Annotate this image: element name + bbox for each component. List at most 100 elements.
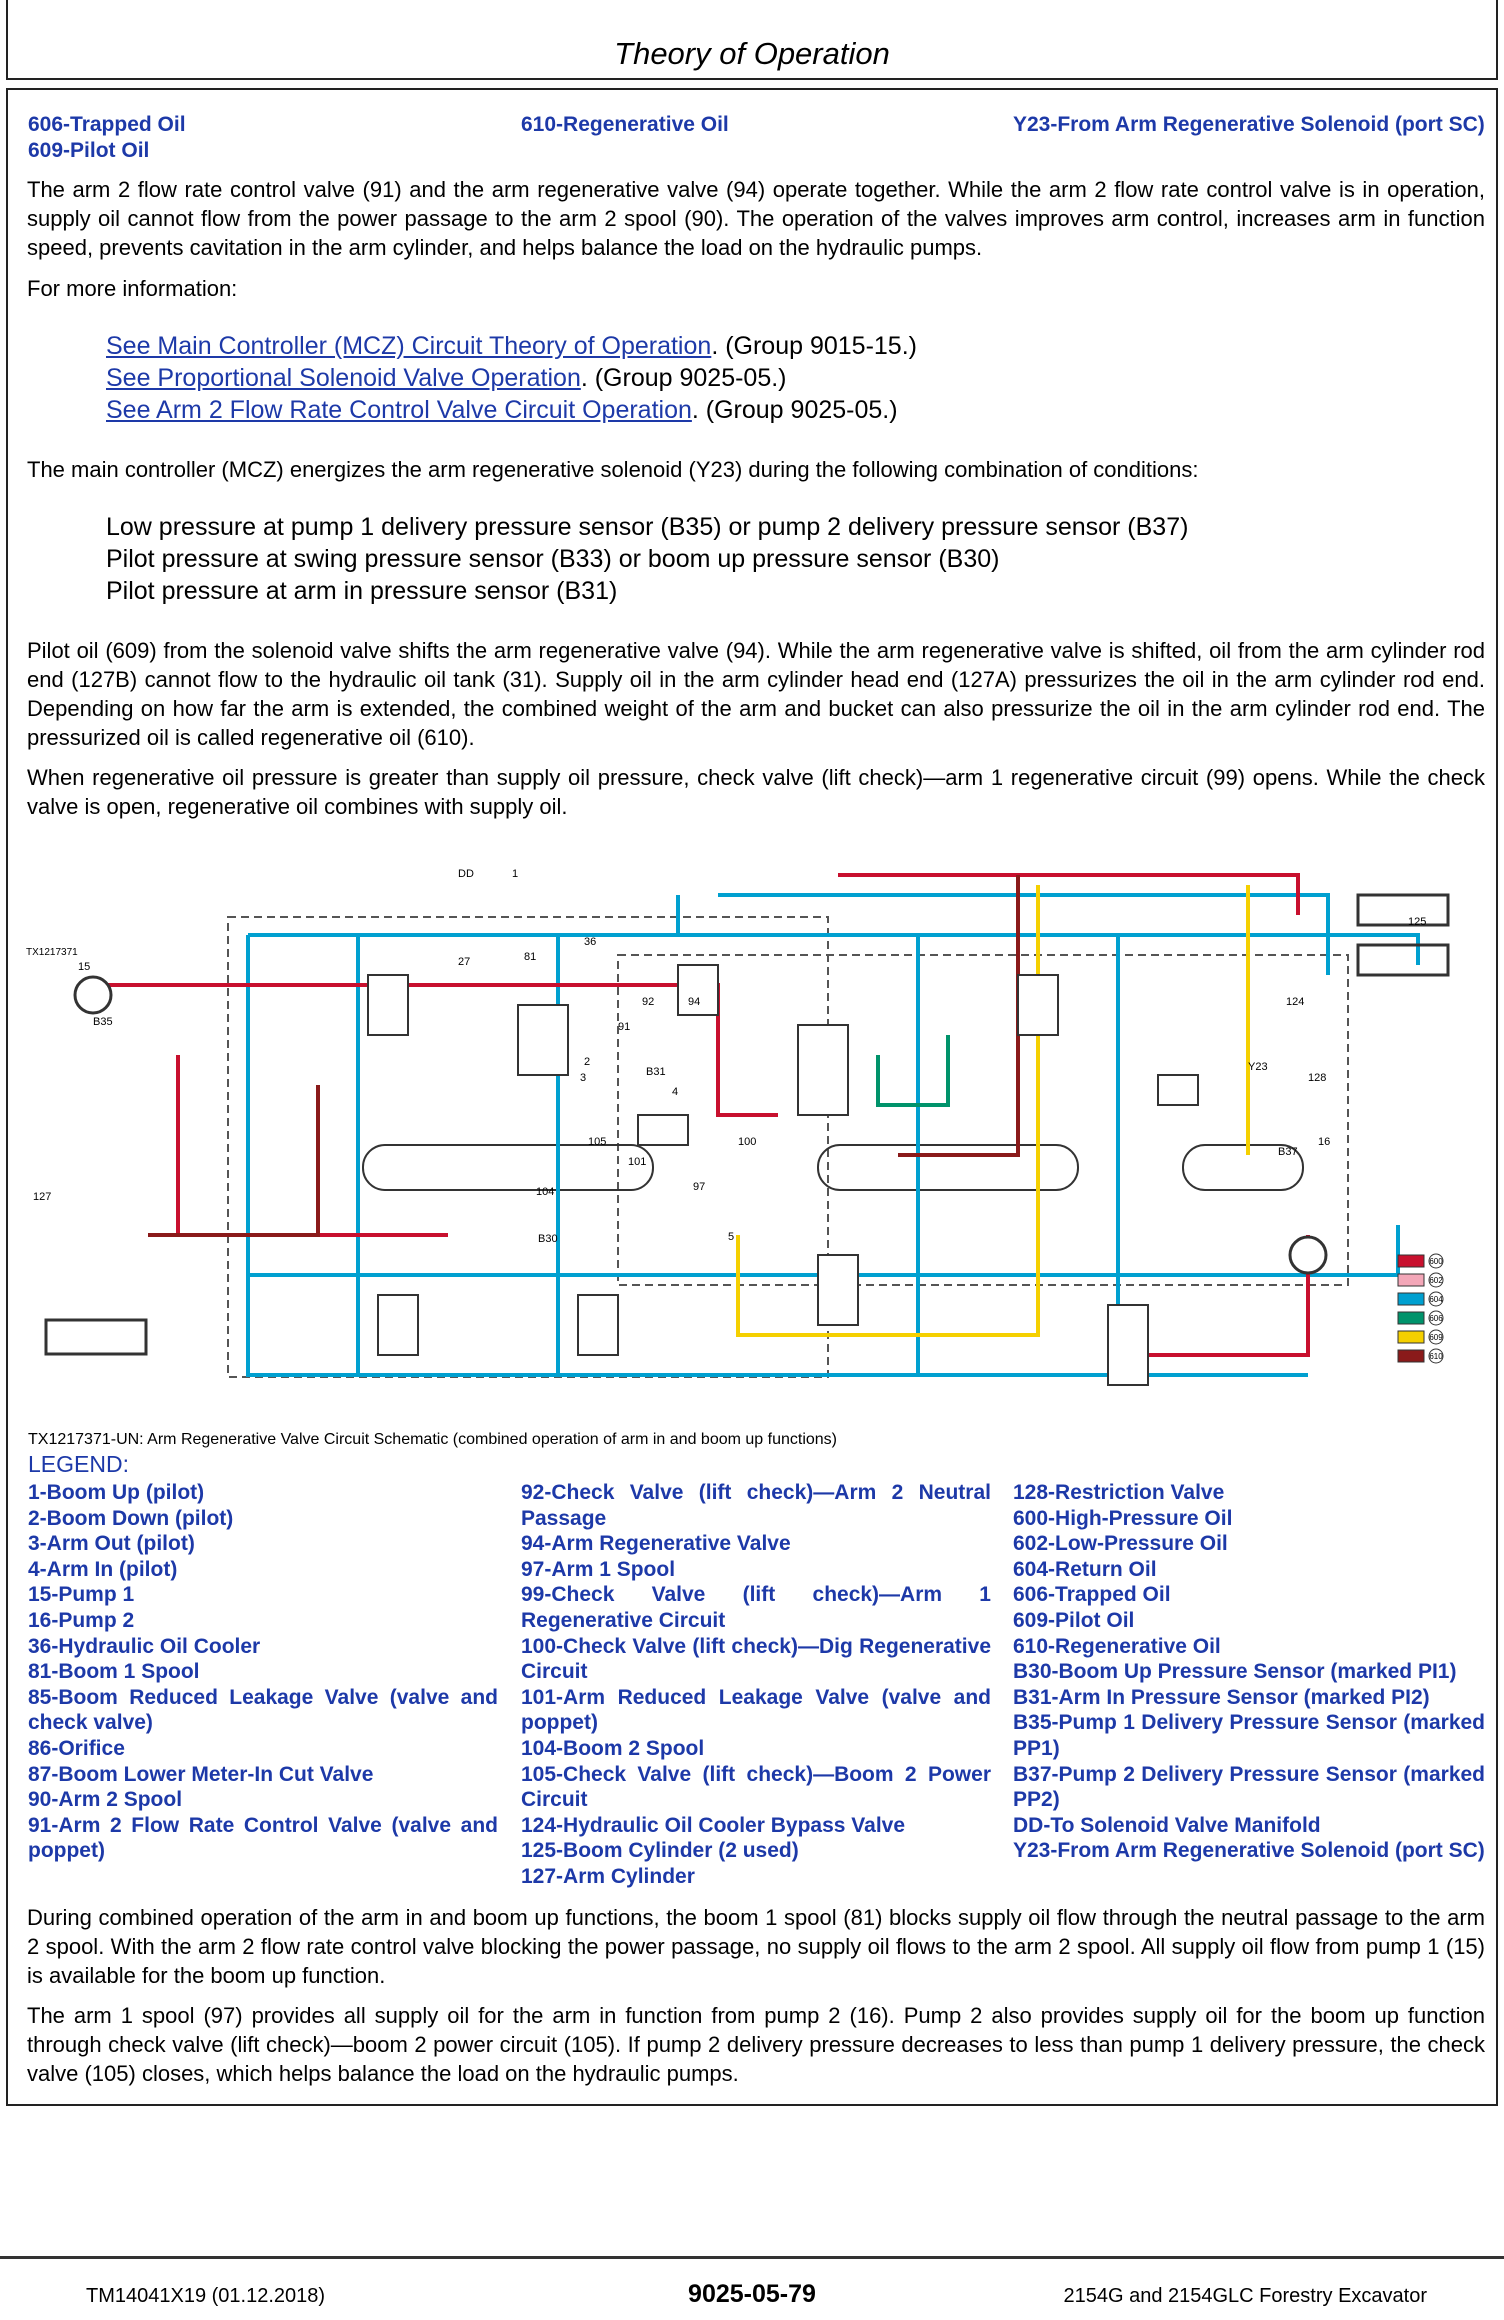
legend-item: 92-Check Valve (lift check)—Arm 2 Neutra… — [521, 1481, 991, 1530]
pump-1 — [73, 975, 113, 1015]
schematic-label: 105 — [588, 1136, 606, 1148]
schematic-label: B31 — [646, 1066, 666, 1078]
content-frame — [6, 88, 1498, 2106]
key-item: 610-Regenerative Oil — [521, 113, 729, 136]
condition-item: Low pressure at pump 1 delivery pressure… — [106, 513, 1189, 541]
schematic-label: 124 — [1286, 996, 1304, 1008]
page-title: Theory of Operation — [614, 36, 890, 71]
footer-rule — [0, 2256, 1504, 2259]
legend-title: LEGEND: — [28, 1451, 129, 1477]
legend-item: 104-Boom 2 Spool — [521, 1736, 705, 1760]
schematic-tag: TX1217371 — [26, 947, 78, 958]
paragraph-conditions-intro: The main controller (MCZ) energizes the … — [27, 457, 1199, 482]
return-line-bottom — [246, 935, 1308, 1377]
footer-page-number: 9025-05-79 — [688, 2280, 816, 2308]
key-item: 609-Pilot Oil — [28, 139, 150, 162]
schematic-label: 100 — [738, 1136, 756, 1148]
schematic-label: 5 — [728, 1231, 734, 1243]
schematic-label: Y23 — [1248, 1061, 1268, 1073]
pump-2 — [1288, 1235, 1328, 1275]
return-line-verticals — [356, 935, 1120, 1375]
legend-col-1: 1-Boom Up (pilot) 2-Boom Down (pilot) 3-… — [28, 1480, 498, 1864]
passage-left — [362, 1144, 654, 1191]
link-line-arm2: See Arm 2 Flow Rate Control Valve Circui… — [106, 394, 898, 426]
color-key-code: 609 — [1429, 1333, 1443, 1342]
condition-item: Pilot pressure at swing pressure sensor … — [106, 545, 1000, 573]
legend-item: 105-Check Valve (lift check)—Boom 2 Powe… — [521, 1762, 991, 1812]
legend-item: 91-Arm 2 Flow Rate Control Valve (valve … — [28, 1813, 498, 1863]
valve-spool — [577, 1294, 619, 1356]
schematic-label: 36 — [584, 936, 596, 948]
valve-spool — [677, 964, 719, 1016]
supply-line-pump2 — [1138, 1235, 1310, 1357]
schematic-label: DD — [458, 868, 474, 880]
valve-spool — [377, 1294, 419, 1356]
color-key-bubble — [1428, 1291, 1444, 1307]
legend-item: B31-Arm In Pressure Sensor (marked PI2) — [1013, 1685, 1430, 1709]
legend-item: 606-Trapped Oil — [1013, 1583, 1171, 1607]
schematic-label: 101 — [628, 1156, 646, 1168]
schematic-label: B37 — [1278, 1146, 1298, 1158]
schematic-label: 94 — [688, 996, 700, 1008]
valve-spool — [367, 974, 409, 1036]
paragraph-combined-operation: During combined operation of the arm in … — [27, 1905, 1485, 1988]
link-arm2-flow-rate[interactable]: See Arm 2 Flow Rate Control Valve Circui… — [106, 396, 692, 424]
legend-item: 86-Orifice — [28, 1736, 125, 1760]
schematic-label: 128 — [1308, 1072, 1326, 1084]
legend-item: 36-Hydraulic Oil Cooler — [28, 1634, 261, 1658]
schematic-label: 97 — [693, 1181, 705, 1193]
legend-item: 609-Pilot Oil — [1013, 1608, 1135, 1632]
key-col-1: 606-Trapped Oil 609-Pilot Oil — [28, 112, 328, 164]
footer-doc-id: TM14041X19 (01.12.2018) — [86, 2285, 326, 2307]
legend-item: 127-Arm Cylinder — [521, 1864, 695, 1888]
paragraph-regenerative: When regenerative oil pressure is greate… — [27, 765, 1485, 819]
color-key-swatch — [1397, 1273, 1425, 1287]
legend-item: 602-Low-Pressure Oil — [1013, 1532, 1228, 1556]
key-item: Y23-From Arm Regenerative Solenoid (port… — [1013, 113, 1485, 136]
color-key-swatch — [1397, 1292, 1425, 1306]
schematic-label: 16 — [1318, 1136, 1330, 1148]
schematic-label: 27 — [458, 956, 470, 968]
footer-model: 2154G and 2154GLC Forestry Excavator — [1063, 2285, 1427, 2307]
color-key-bubble — [1428, 1272, 1444, 1288]
link-suffix: . (Group 9015-15.) — [711, 332, 917, 360]
schematic-label: 125 — [1408, 916, 1426, 928]
schematic-label: 4 — [672, 1086, 678, 1098]
link-line-proportional: See Proportional Solenoid Valve Operatio… — [106, 362, 787, 394]
valve-spool — [797, 1024, 849, 1116]
color-key-swatch — [1397, 1330, 1425, 1344]
supply-line-pump1 — [108, 983, 778, 1117]
schematic-label: B30 — [538, 1233, 558, 1245]
legend-item: 100-Check Valve (lift check)—Dig Regener… — [521, 1634, 991, 1684]
schematic-label: 92 — [642, 996, 654, 1008]
color-key-bubble — [1428, 1253, 1444, 1269]
legend-col-3: 128-Restriction Valve 600-High-Pressure … — [1013, 1480, 1485, 1864]
passage-center — [817, 1144, 1079, 1191]
link-proportional-solenoid[interactable]: See Proportional Solenoid Valve Operatio… — [106, 364, 581, 392]
color-key-swatch — [1397, 1254, 1425, 1268]
paragraph-more-info: For more information: — [27, 276, 238, 301]
schematic-label: 91 — [618, 1021, 630, 1033]
passage-right — [1182, 1144, 1304, 1191]
legend-item: 610-Regenerative Oil — [1013, 1634, 1221, 1658]
color-key-code: 602 — [1429, 1276, 1443, 1285]
legend-item: 101-Arm Reduced Leakage Valve (valve and… — [521, 1685, 991, 1735]
legend-item: Y23-From Arm Regenerative Solenoid (port… — [1013, 1839, 1485, 1863]
legend-item: 604-Return Oil — [1013, 1557, 1157, 1581]
arm-cylinder — [44, 1318, 148, 1356]
legend-item: 97-Arm 1 Spool — [521, 1557, 676, 1581]
color-key-bubble — [1428, 1348, 1444, 1364]
condition-item: Pilot pressure at arm in pressure sensor… — [106, 577, 618, 605]
legend-item: 4-Arm In (pilot) — [28, 1557, 178, 1581]
schematic-label: 15 — [78, 961, 90, 973]
valve-spool — [637, 1114, 689, 1146]
boom-cylinder-2 — [1356, 943, 1450, 977]
link-mcz-theory[interactable]: See Main Controller (MCZ) Circuit Theory… — [106, 332, 712, 360]
legend-item: 600-High-Pressure Oil — [1013, 1506, 1233, 1530]
legend-item: 81-Boom 1 Spool — [28, 1660, 200, 1684]
key-item: 606-Trapped Oil — [28, 113, 186, 136]
schematic-label: 1 — [512, 868, 518, 880]
valve-block-right-outline — [617, 954, 1349, 1286]
regen-line-1 — [898, 875, 1020, 1157]
